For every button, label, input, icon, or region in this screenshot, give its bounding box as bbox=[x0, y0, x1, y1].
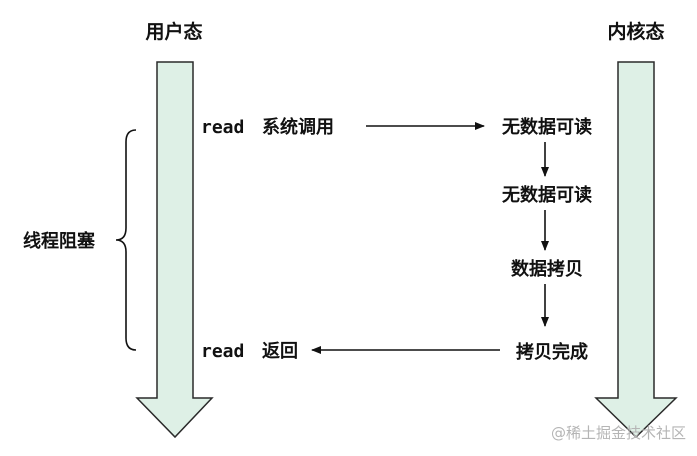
kernel-step-4: 拷贝完成 bbox=[516, 341, 588, 363]
kernel-step-3: 数据拷贝 bbox=[511, 258, 583, 280]
watermark-text: @稀土掘金技术社区 bbox=[551, 424, 686, 442]
return-label: 返回 bbox=[262, 341, 298, 362]
system-call-label: 系统调用 bbox=[262, 116, 334, 138]
kernel-mode-title: 内核态 bbox=[607, 20, 664, 43]
user-mode-title: 用户态 bbox=[145, 20, 202, 43]
blocking-brace bbox=[115, 129, 137, 351]
kernel-step-2: 无数据可读 bbox=[502, 184, 592, 206]
read-keyword-return: read bbox=[201, 341, 244, 362]
kernel-mode-timeline-arrow bbox=[594, 61, 678, 439]
user-mode-timeline-arrow bbox=[135, 61, 214, 439]
kernel-step-1: 无数据可读 bbox=[502, 116, 592, 138]
thread-blocking-label: 线程阻塞 bbox=[23, 230, 96, 252]
read-keyword-call: read bbox=[201, 117, 244, 138]
